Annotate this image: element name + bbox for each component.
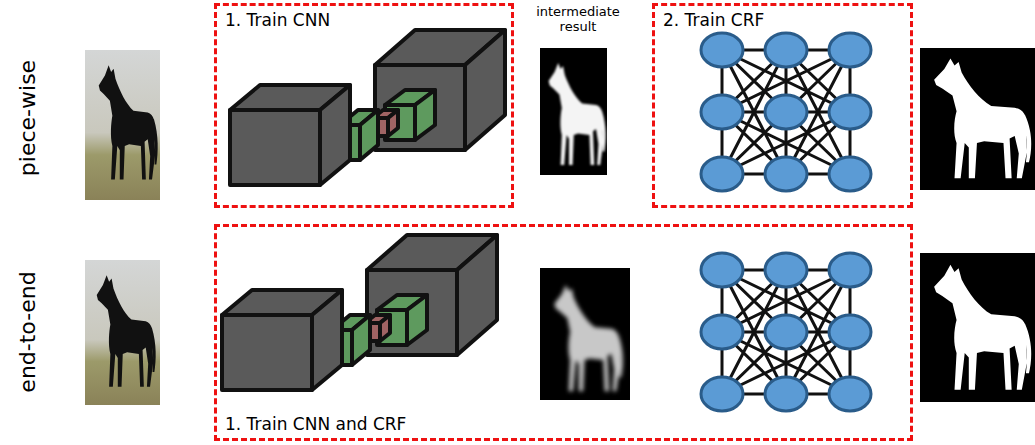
output-mask [920,48,1035,190]
intermediate-mask [540,48,607,175]
training-stage-box: 2. Train CRF [652,3,913,208]
training-stage-box: 1. Train CNN and CRF [214,224,913,441]
cnn-blocks [222,235,497,390]
crf-graph [701,253,871,411]
row-label: piece-wise [15,60,40,176]
stage-title: 1. Train CNN and CRF [225,414,406,434]
cnn-blocks [230,30,505,185]
training-stage-box: 1. Train CNN [214,3,514,208]
input-photo [85,260,160,405]
row-label: end-to-end [15,271,40,392]
output-mask [920,253,1035,402]
input-photo [85,50,160,200]
stage-title: 1. Train CNN [225,10,330,30]
crf-graph [701,33,871,191]
intermediate-mask [540,268,630,400]
stage-title: 2. Train CRF [663,10,764,30]
stage-label: intermediate result [535,4,621,34]
